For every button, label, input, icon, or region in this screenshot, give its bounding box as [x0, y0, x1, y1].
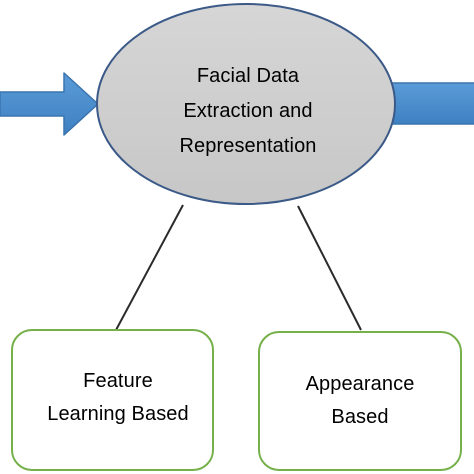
connector-left — [115, 204, 184, 331]
output-arrow — [389, 82, 474, 125]
central-node-line-1: Facial Data — [196, 65, 300, 87]
right-node-line-2: Based — [331, 406, 389, 428]
central-node-label: Facial Data Extraction and Representatio… — [128, 59, 368, 164]
right-node-line-1: Appearance — [305, 373, 415, 395]
left-node-line-1: Feature — [83, 370, 153, 392]
central-ellipse — [96, 3, 396, 205]
left-box — [11, 329, 214, 471]
left-node-line-2: Learning Based — [47, 403, 189, 425]
central-node-line-2: Extraction and — [183, 100, 313, 122]
right-node-label: Appearance Based — [262, 368, 458, 434]
connector-right — [297, 205, 362, 331]
right-box — [258, 331, 462, 471]
central-node-line-3: Representation — [179, 135, 317, 157]
input-arrow — [0, 72, 99, 136]
left-node-label: Feature Learning Based — [18, 365, 218, 431]
